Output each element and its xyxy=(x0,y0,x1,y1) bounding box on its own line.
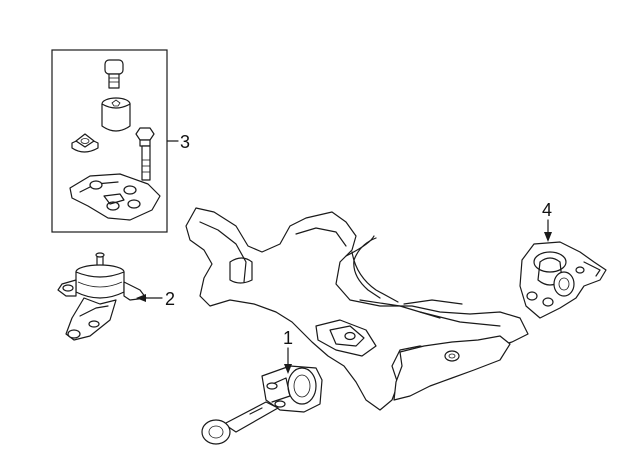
callout-2: 2 xyxy=(165,289,175,309)
callout-4: 4 xyxy=(542,200,552,220)
mount-bracket-plate xyxy=(69,173,161,221)
long-bolt xyxy=(135,127,155,181)
right-engine-mount xyxy=(519,219,607,319)
left-engine-mount xyxy=(57,252,163,341)
bushing xyxy=(101,97,131,132)
flange-nut xyxy=(71,133,99,153)
rear-torque-rod-mount xyxy=(201,347,323,445)
hardware-kit-inset xyxy=(51,49,179,233)
front-subframe xyxy=(185,207,529,411)
callout-3: 3 xyxy=(180,132,190,152)
small-bolt xyxy=(104,59,124,89)
brake-line xyxy=(353,237,381,299)
callout-1: 1 xyxy=(283,328,293,348)
